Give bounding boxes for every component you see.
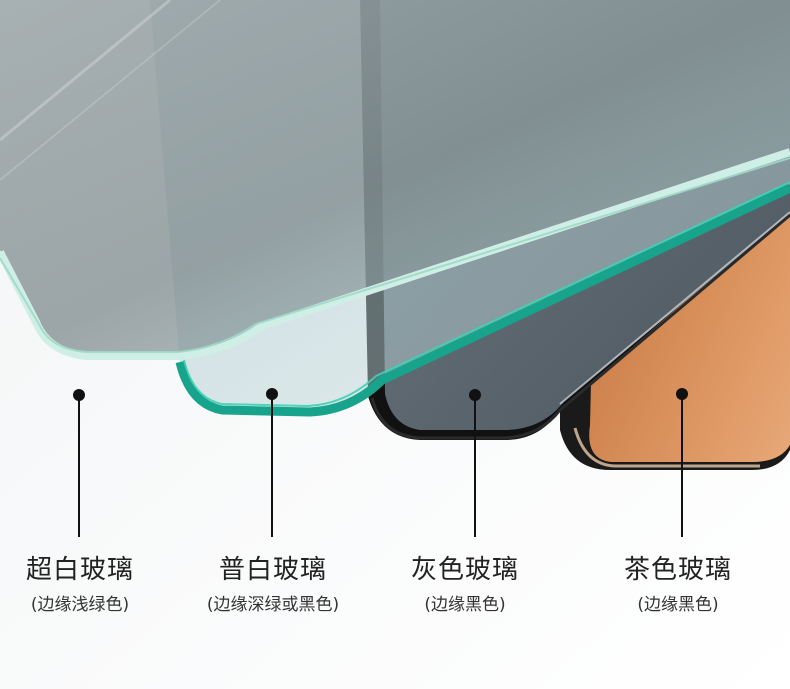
sample-name: 超白玻璃 (25, 555, 134, 585)
pointer-line-1 (78, 395, 80, 537)
sample-note: (边缘浅绿色) (30, 595, 130, 615)
sample-note: (边缘黑色) (424, 595, 506, 615)
sample-note: (边缘黑色) (637, 595, 719, 615)
pointer-line-3 (474, 395, 476, 537)
sample-name: 灰色玻璃 (410, 555, 519, 585)
pointer-line-4 (681, 394, 683, 537)
ultra-white-glass-pane (0, 0, 790, 355)
label-tea: 茶色玻璃 (边缘黑色) (578, 555, 778, 615)
label-gray: 灰色玻璃 (边缘黑色) (365, 555, 565, 615)
label-standard-white: 普白玻璃 (边缘深绿或黑色) (173, 555, 373, 615)
sample-name: 茶色玻璃 (623, 555, 732, 585)
pointer-line-2 (271, 394, 273, 537)
sample-note: (边缘深绿或黑色) (206, 595, 340, 615)
sample-name: 普白玻璃 (218, 555, 327, 585)
label-ultra-white: 超白玻璃 (边缘浅绿色) (0, 555, 180, 615)
